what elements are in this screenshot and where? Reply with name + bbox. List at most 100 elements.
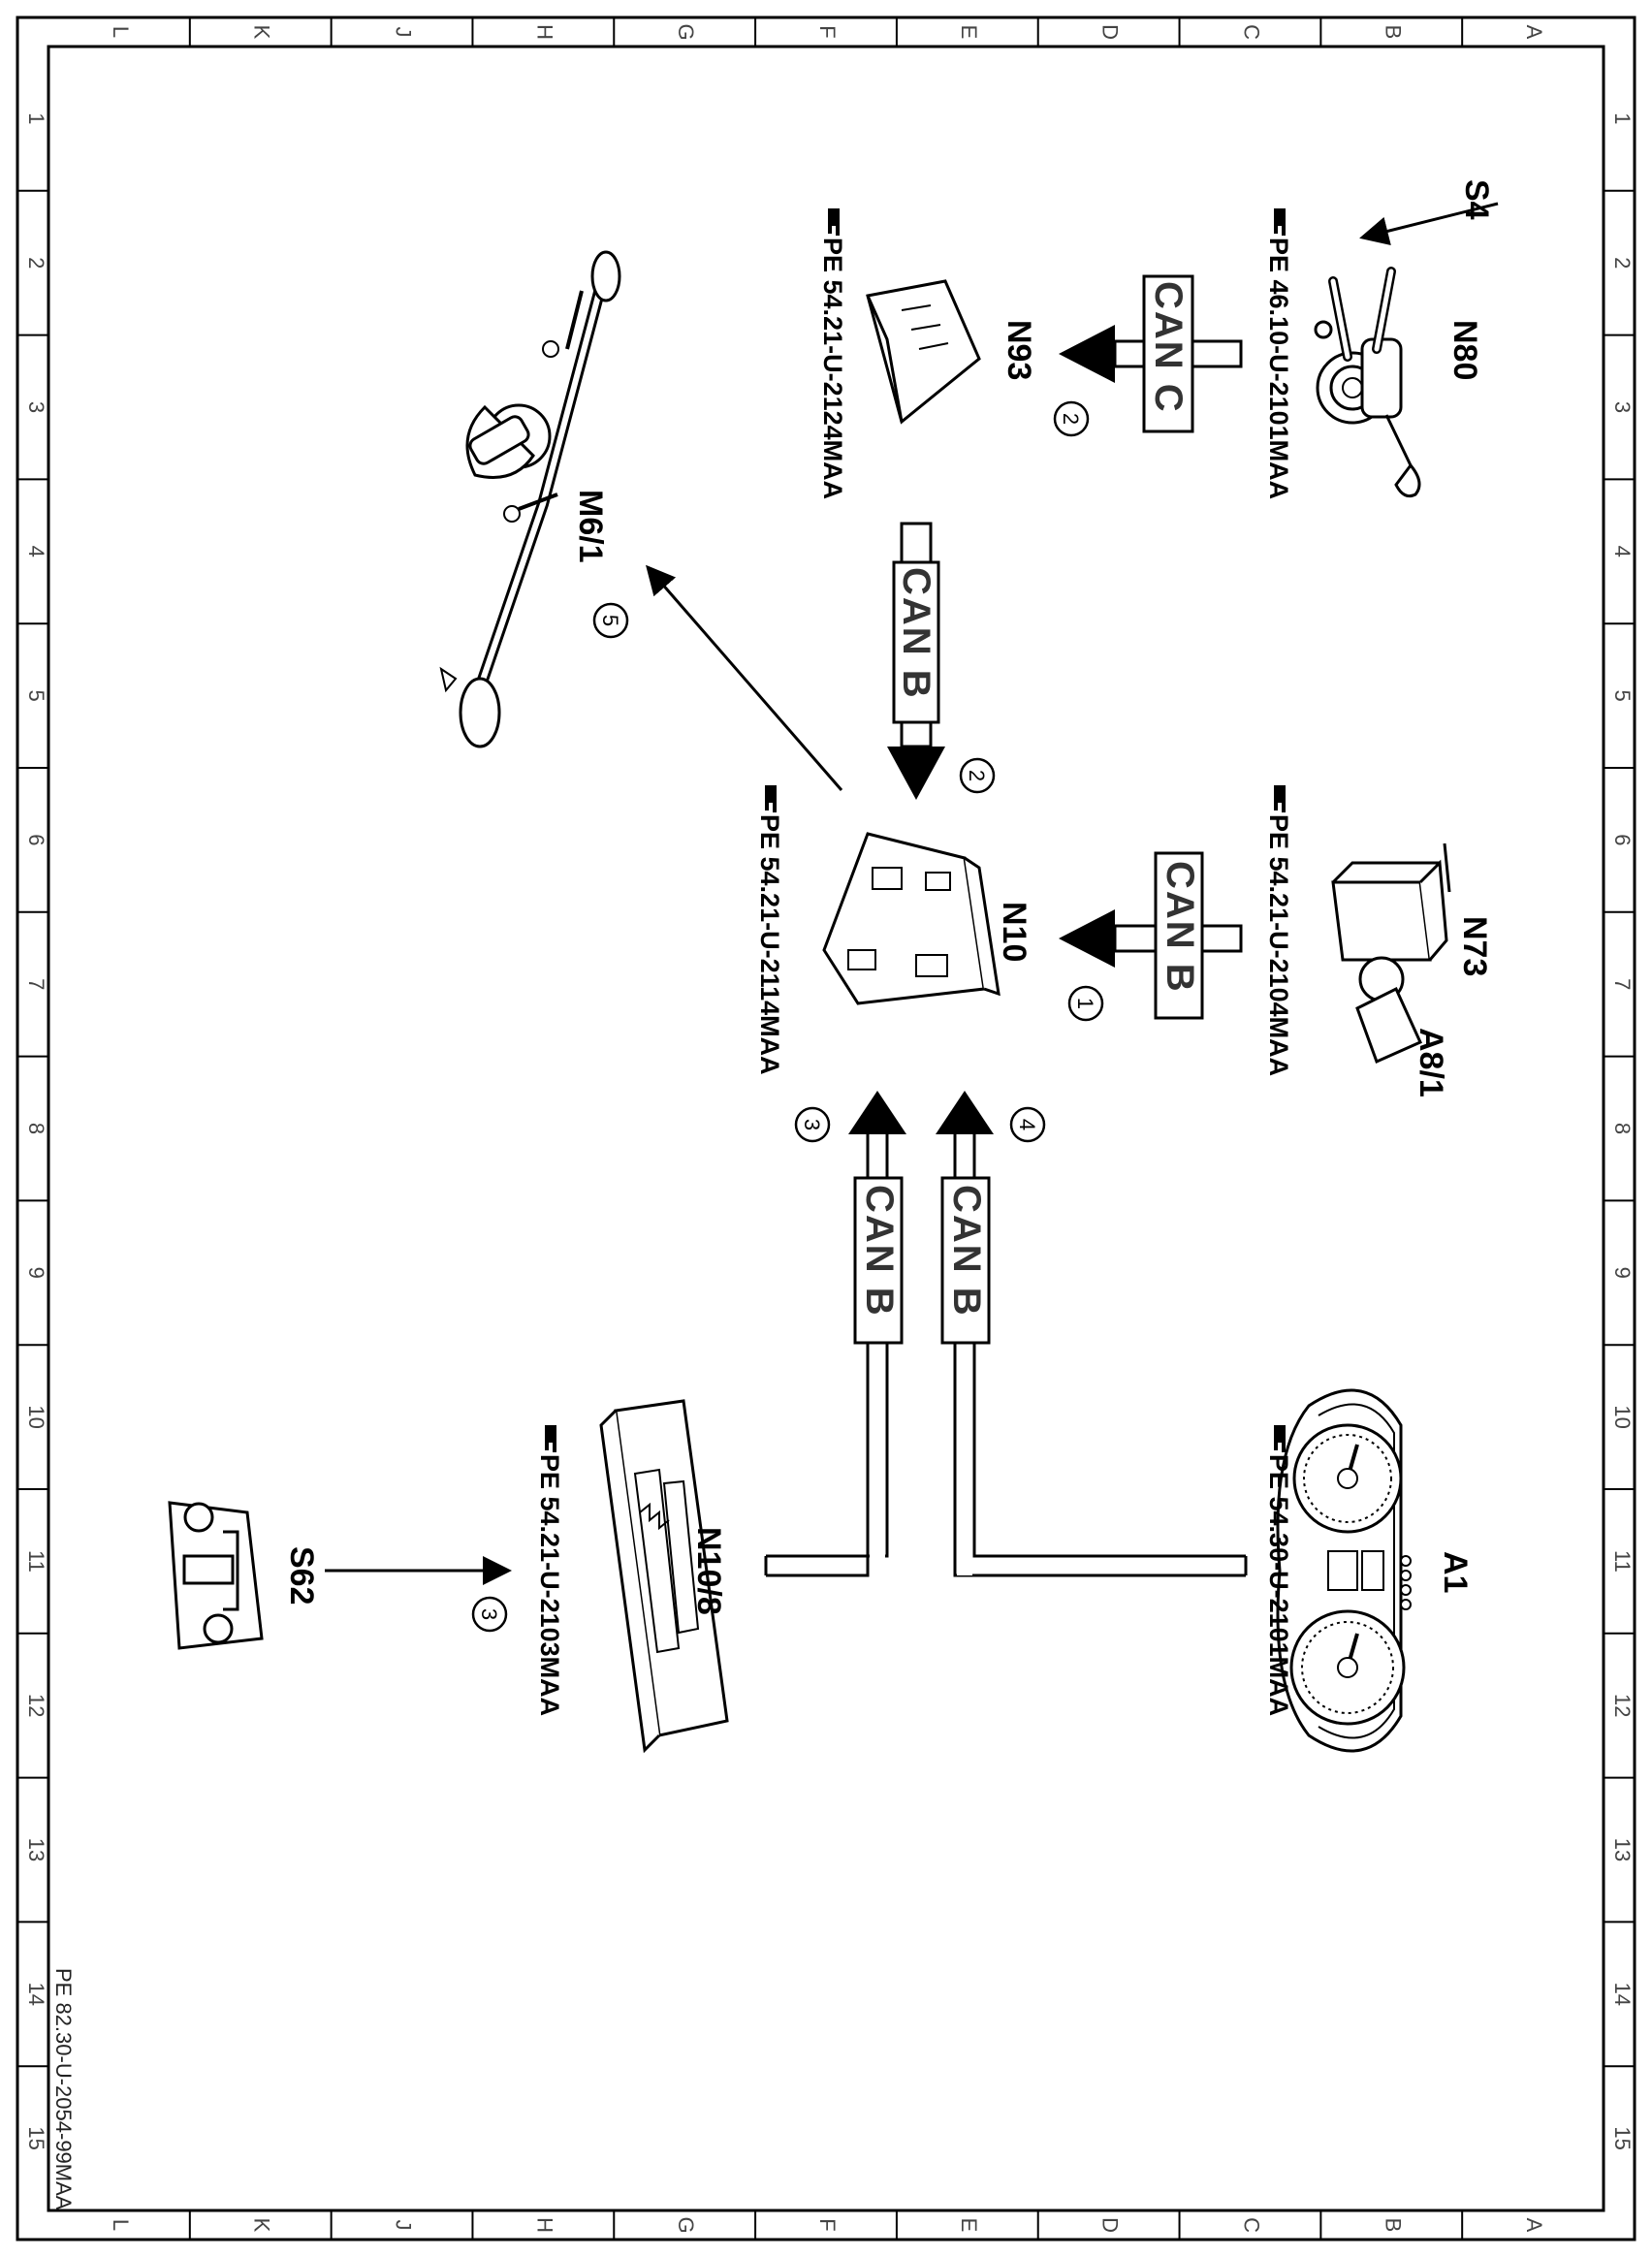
svg-text:1: 1 [1073, 998, 1097, 1009]
n10-8-module [599, 1399, 729, 1754]
hand-pointer-icon [1274, 1425, 1286, 1452]
n80-label: N80 [1446, 320, 1483, 380]
grid-label: E [957, 2218, 981, 2233]
grid-label: 1 [1610, 112, 1635, 124]
n73-ignition-lock [1331, 842, 1451, 1065]
hand-pointer-icon [1274, 785, 1286, 812]
grid-label: G [674, 23, 698, 40]
grid-label: 4 [24, 546, 48, 557]
can-b-label: CAN B [945, 1185, 988, 1318]
n93-reference: PE 54.21-U-2124MAA [818, 238, 847, 499]
grid-label: 9 [24, 1267, 48, 1279]
step-circle-1: 1 [1067, 985, 1104, 1022]
grid-label: 8 [24, 1123, 48, 1134]
grid-label: 11 [1610, 1550, 1635, 1573]
grid-label: G [674, 2216, 698, 2233]
grid-label: 7 [1610, 978, 1635, 990]
hand-pointer-icon [765, 785, 777, 812]
n80-reference: PE 46.10-U-2101MAA [1264, 238, 1293, 499]
grid-label: 10 [1610, 1405, 1635, 1428]
grid-label: D [1098, 2217, 1123, 2233]
grid-label: H [532, 24, 556, 40]
can-b-label: CAN B [858, 1185, 901, 1318]
can-b-bus-n10-8: CAN B [764, 1091, 906, 1577]
grid-label: L [109, 26, 133, 38]
can-b-bus-a1: CAN B [936, 1091, 1248, 1577]
can-b-bus-n93: CAN B [887, 522, 945, 800]
step-circle-3: 3 [471, 1596, 508, 1633]
n10-8-label: N10/8 [690, 1527, 727, 1615]
svg-text:2: 2 [1059, 413, 1083, 425]
n80-combination-switch [1314, 267, 1421, 498]
grid-label: F [815, 25, 840, 38]
grid-ticks [17, 17, 1635, 2240]
a1-reference: PE 54.30-U-2101MAA [1264, 1454, 1293, 1716]
svg-text:3: 3 [477, 1608, 501, 1620]
can-c-label: CAN C [1147, 281, 1190, 414]
svg-text:4: 4 [1015, 1119, 1039, 1130]
s62-label: S62 [283, 1546, 320, 1605]
hand-pointer-icon [828, 208, 840, 236]
grid-label: 5 [24, 689, 48, 701]
svg-text:2: 2 [965, 770, 989, 781]
grid-label: 3 [24, 401, 48, 413]
grid-label: 6 [1610, 834, 1635, 845]
grid-label: K [250, 2218, 274, 2233]
grid-label: C [1239, 2217, 1263, 2233]
grid-label: 14 [1610, 1983, 1635, 2006]
n93-module [866, 279, 981, 425]
can-b-label: CAN B [895, 567, 937, 700]
a1-label: A1 [1437, 1551, 1474, 1593]
can-b-bus-n73: CAN B [1059, 851, 1243, 1020]
n10-label: N10 [996, 902, 1032, 962]
document-number: PE 82.30-U-2054-99MAA [51, 1968, 76, 2210]
grid-label: A [1522, 25, 1546, 40]
s4-pointer-arrow [1359, 202, 1499, 246]
grid-label: J [392, 2220, 416, 2231]
grid-label: 11 [24, 1550, 48, 1573]
grid-label: 15 [24, 2126, 48, 2149]
grid-label: 8 [1610, 1123, 1635, 1134]
grid-label: B [1381, 2218, 1405, 2233]
step-circle-2: 2 [1053, 400, 1090, 437]
m6-1-wiper-motor-linkage [439, 250, 621, 748]
grid-label: 7 [24, 978, 48, 990]
n10-reference: PE 54.21-U-2114MAA [755, 814, 784, 1075]
s4-label: S4 [1458, 179, 1495, 220]
grid-label: 6 [24, 834, 48, 845]
grid-label: 12 [24, 1694, 48, 1717]
grid-label: 2 [24, 257, 48, 269]
grid-label: L [109, 2219, 133, 2231]
a1-instrument-cluster [1276, 1388, 1412, 1753]
grid-label: 13 [24, 1838, 48, 1861]
step-circle-2: 2 [959, 757, 996, 794]
n10-module [822, 832, 1001, 1005]
n10-8-reference: PE 54.21-U-2103MAA [535, 1454, 564, 1716]
grid-label: 2 [1610, 257, 1635, 269]
grid-label: 12 [1610, 1694, 1635, 1717]
grid-label: 15 [1610, 2126, 1635, 2149]
n93-label: N93 [1001, 320, 1037, 380]
n73-label: N73 [1456, 916, 1493, 976]
m6-1-label: M6/1 [572, 490, 609, 563]
can-b-label: CAN B [1159, 861, 1201, 994]
step-circle-5: 5 [592, 602, 629, 639]
svg-text:3: 3 [800, 1119, 824, 1130]
hand-pointer-icon [545, 1425, 556, 1452]
grid-label: 10 [24, 1405, 48, 1428]
grid-label: K [250, 25, 274, 40]
grid-label: A [1522, 2218, 1546, 2233]
grid-label: 1 [24, 112, 48, 124]
grid-label: 9 [1610, 1267, 1635, 1279]
drawing-frame [16, 16, 1636, 2241]
hand-pointer-icon [1274, 208, 1286, 236]
step-circle-4: 4 [1009, 1106, 1046, 1143]
grid-label: D [1098, 24, 1123, 40]
grid-label: 13 [1610, 1838, 1635, 1861]
n10-to-m6-1-arrow [646, 564, 843, 791]
grid-label: B [1381, 25, 1405, 40]
n73-reference: PE 54.21-U-2104MAA [1264, 814, 1293, 1076]
step-circle-3: 3 [794, 1106, 831, 1143]
